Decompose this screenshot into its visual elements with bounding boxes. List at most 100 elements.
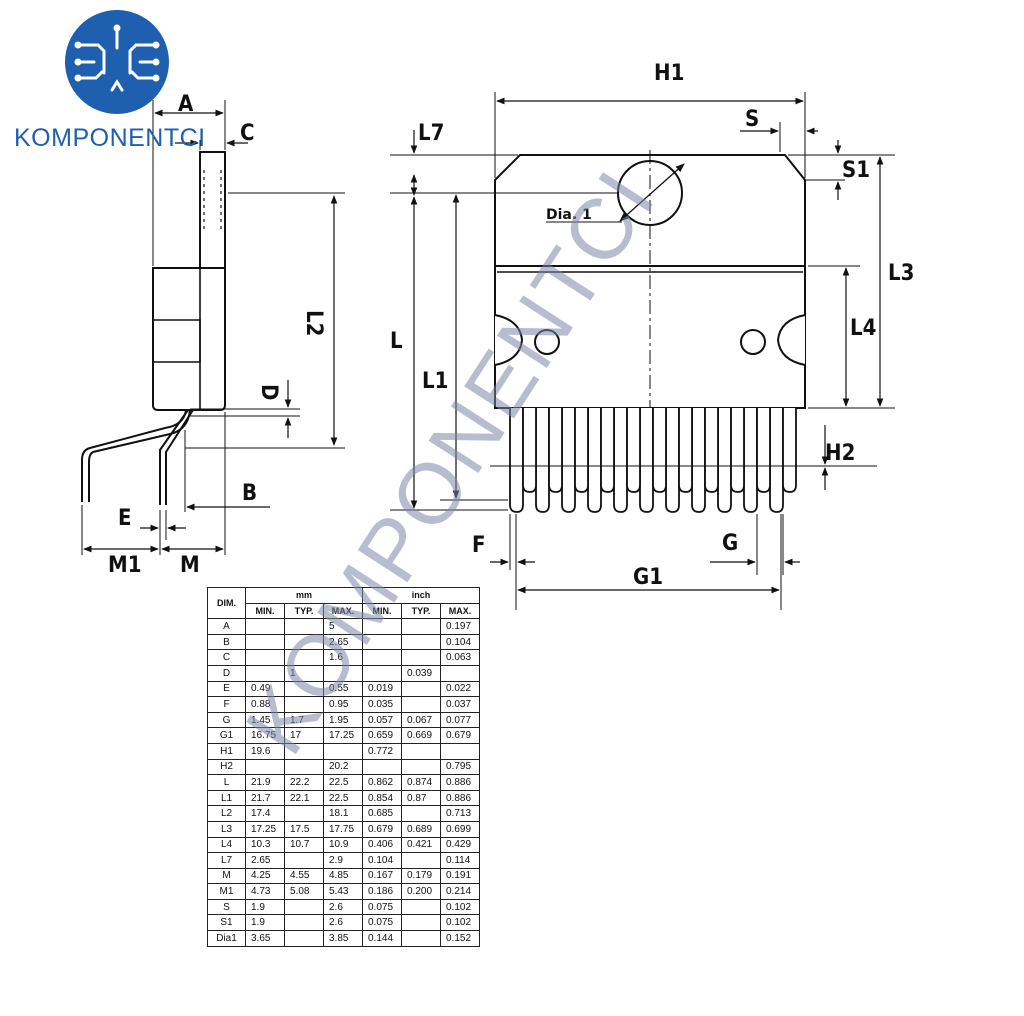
label-H1: H1 [654, 61, 684, 86]
label-M1: M1 [108, 553, 141, 578]
table-cell-value [245, 633, 285, 651]
table-cell-dim: S1 [207, 914, 246, 932]
header-inch: inch [362, 587, 480, 604]
table-cell-value [401, 618, 441, 635]
table-cell-value [323, 664, 363, 682]
label-B: B [242, 481, 257, 506]
table-cell-value: 0.075 [362, 914, 402, 932]
table-cell-value: 0.063 [440, 649, 480, 666]
table-cell-value: 0.679 [440, 727, 480, 744]
table-cell-value [401, 696, 441, 713]
label-L2: L2 [301, 310, 326, 336]
table-cell-value [284, 930, 324, 947]
table-cell-value: 0.95 [323, 696, 363, 713]
dimension-table: DIM. mm inch MIN. TYP. MAX. MIN. TYP. MA… [207, 586, 480, 947]
table-cell-value [284, 696, 324, 713]
table-cell-value: 2.65 [323, 633, 363, 651]
header-mm-max: MAX. [323, 602, 363, 620]
table-cell-value: 0.699 [440, 820, 480, 838]
table-cell-value: 0.114 [440, 852, 480, 869]
table-cell-value: 0.679 [362, 820, 402, 838]
table-cell-value: 0.186 [362, 883, 402, 900]
label-A: A [178, 92, 194, 117]
label-D: D [256, 384, 281, 400]
table-cell-value [401, 914, 441, 932]
label-S: S [745, 107, 759, 132]
table-cell-value: 0.057 [362, 711, 402, 729]
header-mm-typ: TYP. [284, 602, 324, 620]
table-cell-value: 16.75 [245, 727, 285, 744]
table-cell-value: 0.035 [362, 696, 402, 713]
table-cell-value [401, 758, 441, 776]
table-cell-dim: G [207, 711, 246, 729]
table-cell-value [362, 649, 402, 666]
table-cell-value: 0.689 [401, 820, 441, 838]
table-cell-dim: A [207, 618, 246, 635]
table-cell-value: 2.6 [323, 914, 363, 932]
table-cell-value: 0.191 [440, 867, 480, 885]
table-cell-value: 20.2 [323, 758, 363, 776]
table-cell-value [284, 633, 324, 651]
table-cell-dim: H1 [207, 742, 246, 760]
table-row: B 2.65 0.104 [207, 633, 480, 651]
table-cell-value: 1.7 [284, 711, 324, 729]
table-cell-value: 5 [323, 618, 363, 635]
table-cell-value: 17.25 [245, 820, 285, 838]
table-cell-value: 10.3 [245, 836, 285, 854]
table-cell-value: 0.022 [440, 680, 480, 698]
header-inch-min: MIN. [362, 602, 402, 620]
table-cell-value: 0.429 [440, 836, 480, 854]
table-cell-value: 0.197 [440, 618, 480, 635]
label-M: M [180, 553, 200, 578]
header-mm: mm [245, 587, 363, 604]
label-H2: H2 [825, 441, 855, 466]
table-cell-dim: B [207, 633, 246, 651]
label-F: F [472, 533, 486, 558]
label-G1: G1 [633, 565, 663, 590]
table-cell-value: 10.7 [284, 836, 324, 854]
label-dia1: Dia. 1 [546, 207, 592, 223]
table-cell-dim: L1 [207, 789, 246, 807]
table-cell-value: 17.75 [323, 820, 363, 838]
table-cell-value: 0.152 [440, 930, 480, 947]
header-mm-min: MIN. [245, 602, 285, 620]
table-cell-value: 3.85 [323, 930, 363, 947]
table-cell-dim: S [207, 898, 246, 916]
table-cell-value: 5.08 [284, 883, 324, 900]
table-cell-value: 1.9 [245, 898, 285, 916]
table-cell-value: 19.6 [245, 742, 285, 760]
table-cell-dim: L7 [207, 852, 246, 869]
table-cell-value: 2.9 [323, 852, 363, 869]
table-cell-dim: L4 [207, 836, 246, 854]
table-cell-value [401, 930, 441, 947]
table-cell-value: 1.45 [245, 711, 285, 729]
table-cell-value: 0.104 [362, 852, 402, 869]
table-cell-value: 0.200 [401, 883, 441, 900]
table-cell-value: 22.5 [323, 774, 363, 791]
table-cell-value: 2.6 [323, 898, 363, 916]
table-cell-value: 0.075 [362, 898, 402, 916]
table-cell-value: 0.167 [362, 867, 402, 885]
table-cell-value: 0.067 [401, 711, 441, 729]
table-cell-value: 1.95 [323, 711, 363, 729]
label-L3: L3 [888, 261, 914, 286]
table-cell-value [284, 805, 324, 822]
table-cell-value: 4.85 [323, 867, 363, 885]
table-cell-value: 0.144 [362, 930, 402, 947]
table-cell-dim: M [207, 867, 246, 885]
table-cell-value: 0.104 [440, 633, 480, 651]
label-L7: L7 [418, 121, 444, 146]
table-cell-value: 0.87 [401, 789, 441, 807]
table-cell-value [401, 742, 441, 760]
table-cell-value: 0.214 [440, 883, 480, 900]
table-cell-value: 0.854 [362, 789, 402, 807]
header-inch-typ: TYP. [401, 602, 441, 620]
